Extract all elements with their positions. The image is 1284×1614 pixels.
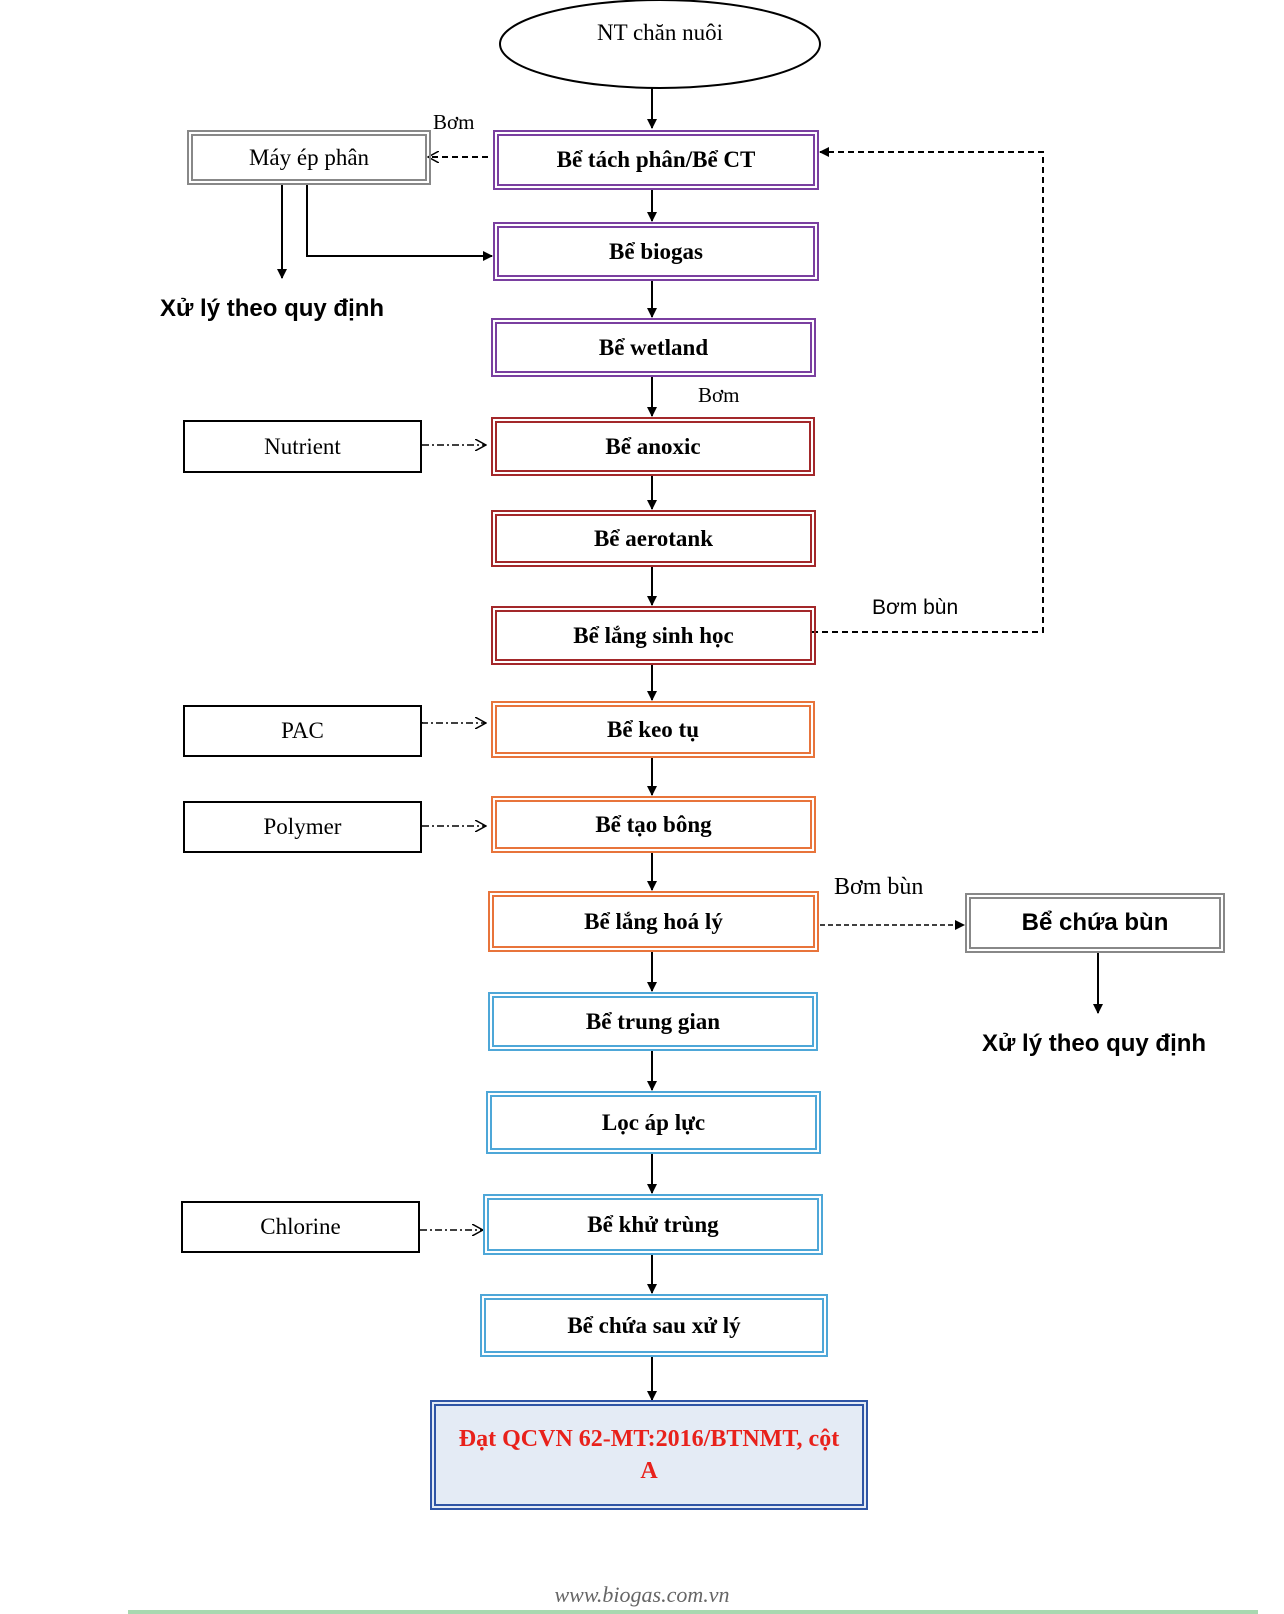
chemical-dosing-arrows <box>420 445 486 1230</box>
sludge-pump-label-tank: Bơm bùn <box>834 874 924 900</box>
sludge-recycle-loop <box>812 147 1044 633</box>
pac-box: PAC <box>183 705 422 757</box>
sludge-tank-box: Bể chứa bùn <box>965 893 1225 953</box>
nutrient-box: Nutrient <box>183 420 422 473</box>
polymer-box: Polymer <box>183 801 422 853</box>
stage-chem-settling: Bể lắng hoá lý <box>488 891 819 952</box>
press-disposal-label: Xử lý theo quy định <box>160 295 385 322</box>
stage-disinfection: Bể khử trùng <box>483 1194 823 1255</box>
pump-label-press: Bơm <box>433 110 475 134</box>
sludge-to-tank <box>820 920 1103 1014</box>
footer-rule <box>128 1610 1258 1614</box>
stage-bio-settling: Bể lắng sinh học <box>491 606 816 665</box>
footer-url[interactable]: www.biogas.com.vn <box>554 1582 730 1607</box>
stage-intermediate: Bể trung gian <box>488 992 818 1051</box>
start-ellipse <box>499 0 821 89</box>
stage-anoxic: Bể anoxic <box>491 417 815 476</box>
chlorine-box: Chlorine <box>181 1201 420 1253</box>
sludge-pump-label-recycle: Bơm bùn <box>872 596 959 619</box>
stage-pressure-filter: Lọc áp lực <box>486 1091 821 1154</box>
stage-coagulation: Bể keo tụ <box>491 701 815 758</box>
manure-press-box: Máy ép phân <box>187 130 431 185</box>
result-box: Đạt QCVN 62-MT:2016/BTNMT, cột A <box>430 1400 868 1510</box>
stage-wetland: Bể wetland <box>491 318 816 377</box>
sludge-disposal-label: Xử lý theo quy định <box>982 1030 1207 1057</box>
pump-label-wetland: Bơm <box>698 383 740 407</box>
press-connectors <box>277 157 493 279</box>
stage-manure-separation: Bể tách phân/Bể CT <box>493 130 819 190</box>
start-label: NT chăn nuôi <box>596 20 724 45</box>
stage-flocculation: Bể tạo bông <box>491 796 816 853</box>
stage-aerotank: Bể aerotank <box>491 510 816 567</box>
stage-biogas: Bể biogas <box>493 222 819 281</box>
stage-treated-storage: Bể chứa sau xử lý <box>480 1294 828 1357</box>
